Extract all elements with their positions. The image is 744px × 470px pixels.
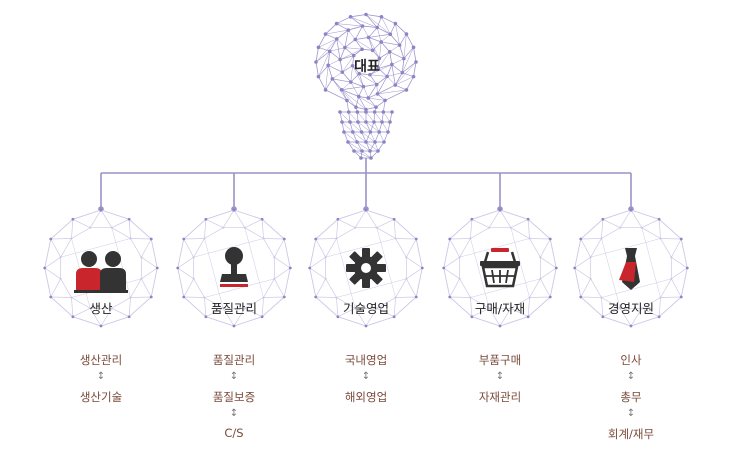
updown-arrow-icon: ↕ bbox=[495, 371, 505, 382]
department-label: 품질관리 bbox=[210, 301, 257, 316]
department-polygon bbox=[573, 208, 689, 328]
updown-arrow-icon: ↕ bbox=[361, 371, 371, 382]
sub-department: 총무 bbox=[620, 390, 642, 404]
sub-department: 해외영업 bbox=[344, 390, 388, 404]
department-icons bbox=[74, 247, 640, 293]
sub-department: 품질관리 bbox=[212, 353, 256, 367]
root-label: 대표 bbox=[354, 59, 380, 75]
department-polygons bbox=[43, 208, 689, 328]
sub-department: 생산기술 bbox=[79, 390, 123, 404]
updown-arrow-icon: ↕ bbox=[229, 371, 239, 382]
department-polygon bbox=[308, 208, 424, 328]
department-polygon bbox=[442, 208, 558, 328]
people-icon bbox=[74, 251, 128, 293]
updown-arrow-icon: ↕ bbox=[229, 408, 239, 419]
gear-icon bbox=[346, 248, 386, 288]
sub-department: 생산관리 bbox=[79, 353, 123, 367]
sub-department: 부품구매 bbox=[478, 353, 522, 367]
basket-icon bbox=[480, 248, 520, 288]
department-label: 경영지원 bbox=[607, 301, 654, 316]
sub-department: 인사 bbox=[620, 353, 642, 367]
updown-arrow-icon: ↕ bbox=[626, 408, 636, 419]
sub-department: 회계/재무 bbox=[607, 427, 655, 441]
necktie-icon bbox=[619, 248, 640, 290]
updown-arrow-icon: ↕ bbox=[96, 371, 106, 382]
department-label: 구매/자재 bbox=[474, 301, 526, 316]
department-label: 기술영업 bbox=[342, 301, 389, 316]
sub-department: C/S bbox=[224, 426, 244, 440]
sub-department: 품질보증 bbox=[212, 390, 256, 404]
department-polygon bbox=[43, 208, 159, 328]
department-label: 생산 bbox=[89, 301, 113, 316]
updown-arrow-icon: ↕ bbox=[626, 371, 636, 382]
sub-department: 자재관리 bbox=[478, 390, 522, 404]
lightbulb-mesh-icon bbox=[314, 12, 418, 160]
stamp-icon bbox=[220, 247, 248, 287]
sub-department: 국내영업 bbox=[344, 353, 388, 367]
department-polygon bbox=[176, 208, 292, 328]
